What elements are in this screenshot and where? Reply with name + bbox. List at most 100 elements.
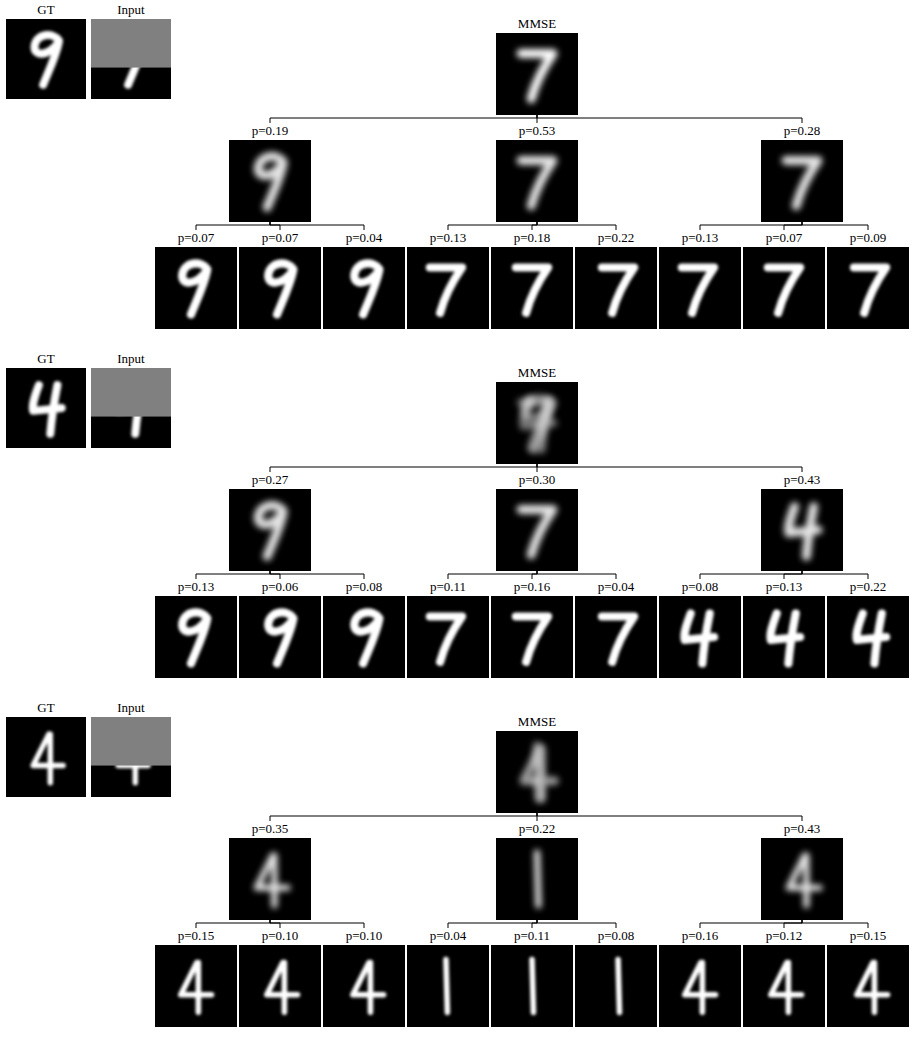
tree-branch	[270, 571, 364, 579]
tree-branch	[802, 920, 868, 928]
ground-truth-image: GT	[6, 351, 86, 448]
image-caption: Input	[116, 700, 145, 715]
tree-branch	[537, 115, 802, 123]
digit-image	[155, 945, 237, 1027]
tree-branch	[196, 571, 270, 579]
sample-image: p=0.13	[407, 230, 489, 329]
sample-image: p=0.09	[827, 230, 909, 329]
probability-label: p=0.06	[261, 579, 300, 594]
digit-image	[407, 247, 489, 329]
digit-image	[659, 247, 741, 329]
digit-image	[491, 247, 573, 329]
probability-label: p=0.07	[177, 230, 216, 245]
digit-image	[827, 247, 909, 329]
probability-label: p=0.13	[177, 579, 216, 594]
digit-image	[155, 247, 237, 329]
sample-image: p=0.07	[155, 230, 237, 329]
digit-image	[496, 33, 578, 115]
probability-label: p=0.43	[783, 472, 822, 487]
mmse-root-image: MMSE	[496, 714, 578, 813]
digit-image	[827, 596, 909, 678]
sample-image: p=0.15	[155, 928, 237, 1027]
cluster-image: p=0.19	[229, 123, 311, 222]
digit-image	[575, 247, 657, 329]
digit-image	[491, 945, 573, 1027]
sample-image: p=0.13	[659, 230, 741, 329]
digit-image	[407, 596, 489, 678]
image-caption: GT	[36, 700, 55, 715]
tree-branch	[448, 571, 537, 579]
tree-branch	[802, 571, 868, 579]
mmse-root-image: MMSE	[496, 365, 578, 464]
probability-label: p=0.07	[765, 230, 804, 245]
probability-label: p=0.11	[429, 579, 467, 594]
probability-label: p=0.08	[345, 579, 384, 594]
digit-image	[91, 717, 171, 797]
root-label: MMSE	[517, 714, 557, 729]
probability-label: p=0.35	[251, 821, 290, 836]
tree-branch	[270, 920, 364, 928]
digit-image	[6, 717, 86, 797]
digit-image	[491, 596, 573, 678]
digit-image	[155, 596, 237, 678]
sample-image: p=0.12	[743, 928, 825, 1027]
digit-image	[496, 140, 578, 222]
probability-label: p=0.07	[261, 230, 300, 245]
probability-label: p=0.19	[251, 123, 290, 138]
sample-image: p=0.11	[407, 579, 489, 678]
tree-branch	[196, 920, 270, 928]
probability-label: p=0.09	[849, 230, 888, 245]
tree-branch	[270, 222, 364, 230]
cluster-image: p=0.22	[496, 821, 578, 920]
masked-input-image: Input	[91, 351, 171, 448]
digit-image	[323, 596, 405, 678]
sample-image: p=0.15	[827, 928, 909, 1027]
digit-image	[407, 945, 489, 1027]
cluster-image: p=0.43	[761, 472, 843, 571]
probability-label: p=0.22	[597, 230, 636, 245]
digit-image	[659, 945, 741, 1027]
sample-image: p=0.13	[155, 579, 237, 678]
probability-label: p=0.30	[518, 472, 557, 487]
masked-input-image: Input	[91, 700, 171, 797]
image-caption: Input	[116, 351, 145, 366]
sample-image: p=0.06	[239, 579, 321, 678]
probability-label: p=0.13	[681, 230, 720, 245]
sample-image: p=0.07	[239, 230, 321, 329]
image-caption: Input	[116, 2, 145, 17]
probability-label: p=0.10	[261, 928, 300, 943]
sample-image: p=0.22	[827, 579, 909, 678]
sample-image: p=0.08	[659, 579, 741, 678]
tree-branch	[448, 222, 537, 230]
tree-branch	[537, 222, 616, 230]
sample-image: p=0.22	[575, 230, 657, 329]
digit-image	[239, 247, 321, 329]
tree-branch	[537, 920, 616, 928]
sample-image: p=0.08	[575, 928, 657, 1027]
sample-image: p=0.10	[323, 928, 405, 1027]
tree-branch	[700, 920, 802, 928]
sample-image: p=0.13	[743, 579, 825, 678]
probability-label: p=0.08	[597, 928, 636, 943]
digit-image	[229, 838, 311, 920]
probability-label: p=0.04	[345, 230, 384, 245]
probability-label: p=0.22	[849, 579, 888, 594]
tree-branch	[700, 571, 802, 579]
image-caption: GT	[36, 2, 55, 17]
digit-image	[575, 945, 657, 1027]
probability-label: p=0.15	[849, 928, 888, 943]
sample-image: p=0.11	[491, 928, 573, 1027]
probability-label: p=0.12	[765, 928, 804, 943]
tree-branch	[537, 813, 802, 821]
sample-image: p=0.10	[239, 928, 321, 1027]
tree-branch	[270, 464, 537, 472]
sample-image: p=0.07	[743, 230, 825, 329]
digit-image	[323, 247, 405, 329]
digit-image	[91, 368, 171, 448]
sample-image: p=0.18	[491, 230, 573, 329]
probability-label: p=0.43	[783, 821, 822, 836]
masked-input-image: Input	[91, 2, 171, 99]
tree-branch	[700, 222, 802, 230]
probability-label: p=0.18	[513, 230, 552, 245]
digit-image	[323, 945, 405, 1027]
